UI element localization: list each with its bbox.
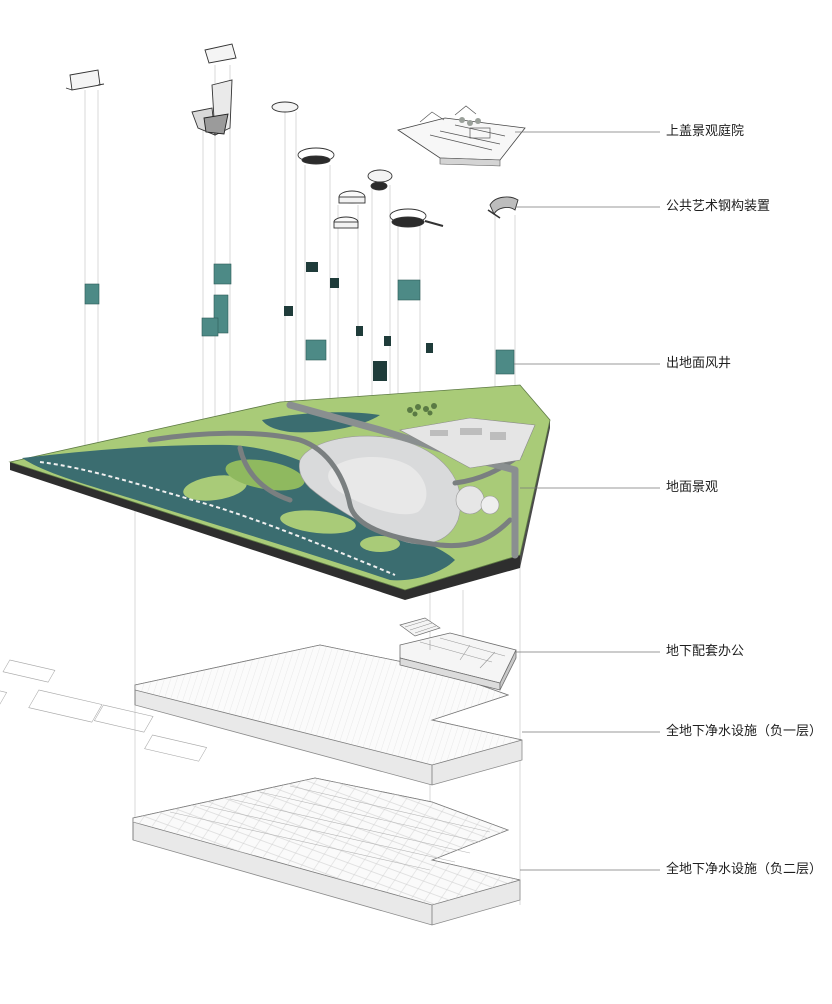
label-treatment-b1: 全地下净水设施（负一层） [666,724,823,739]
label-public-art-steel: 公共艺术钢构装置 [666,199,771,214]
label-ventilation-shafts: 出地面风井 [666,356,732,371]
underground-office-block [399,617,517,691]
b2-treatment-slab [132,777,521,926]
label-ground-landscape: 地面景观 [666,480,719,495]
ventilation-shafts [84,262,515,381]
label-underground-office: 地下配套办公 [666,644,745,659]
leader-lines [514,131,660,871]
ground-landscape-slab [8,384,551,600]
rooftop-courtyard-building [397,105,526,167]
label-rooftop-courtyard: 上盖景观庭院 [666,124,745,139]
b1-treatment-slab [0,644,523,786]
public-art-installations [65,43,519,229]
label-treatment-b2: 全地下净水设施（负二层） [666,862,823,877]
